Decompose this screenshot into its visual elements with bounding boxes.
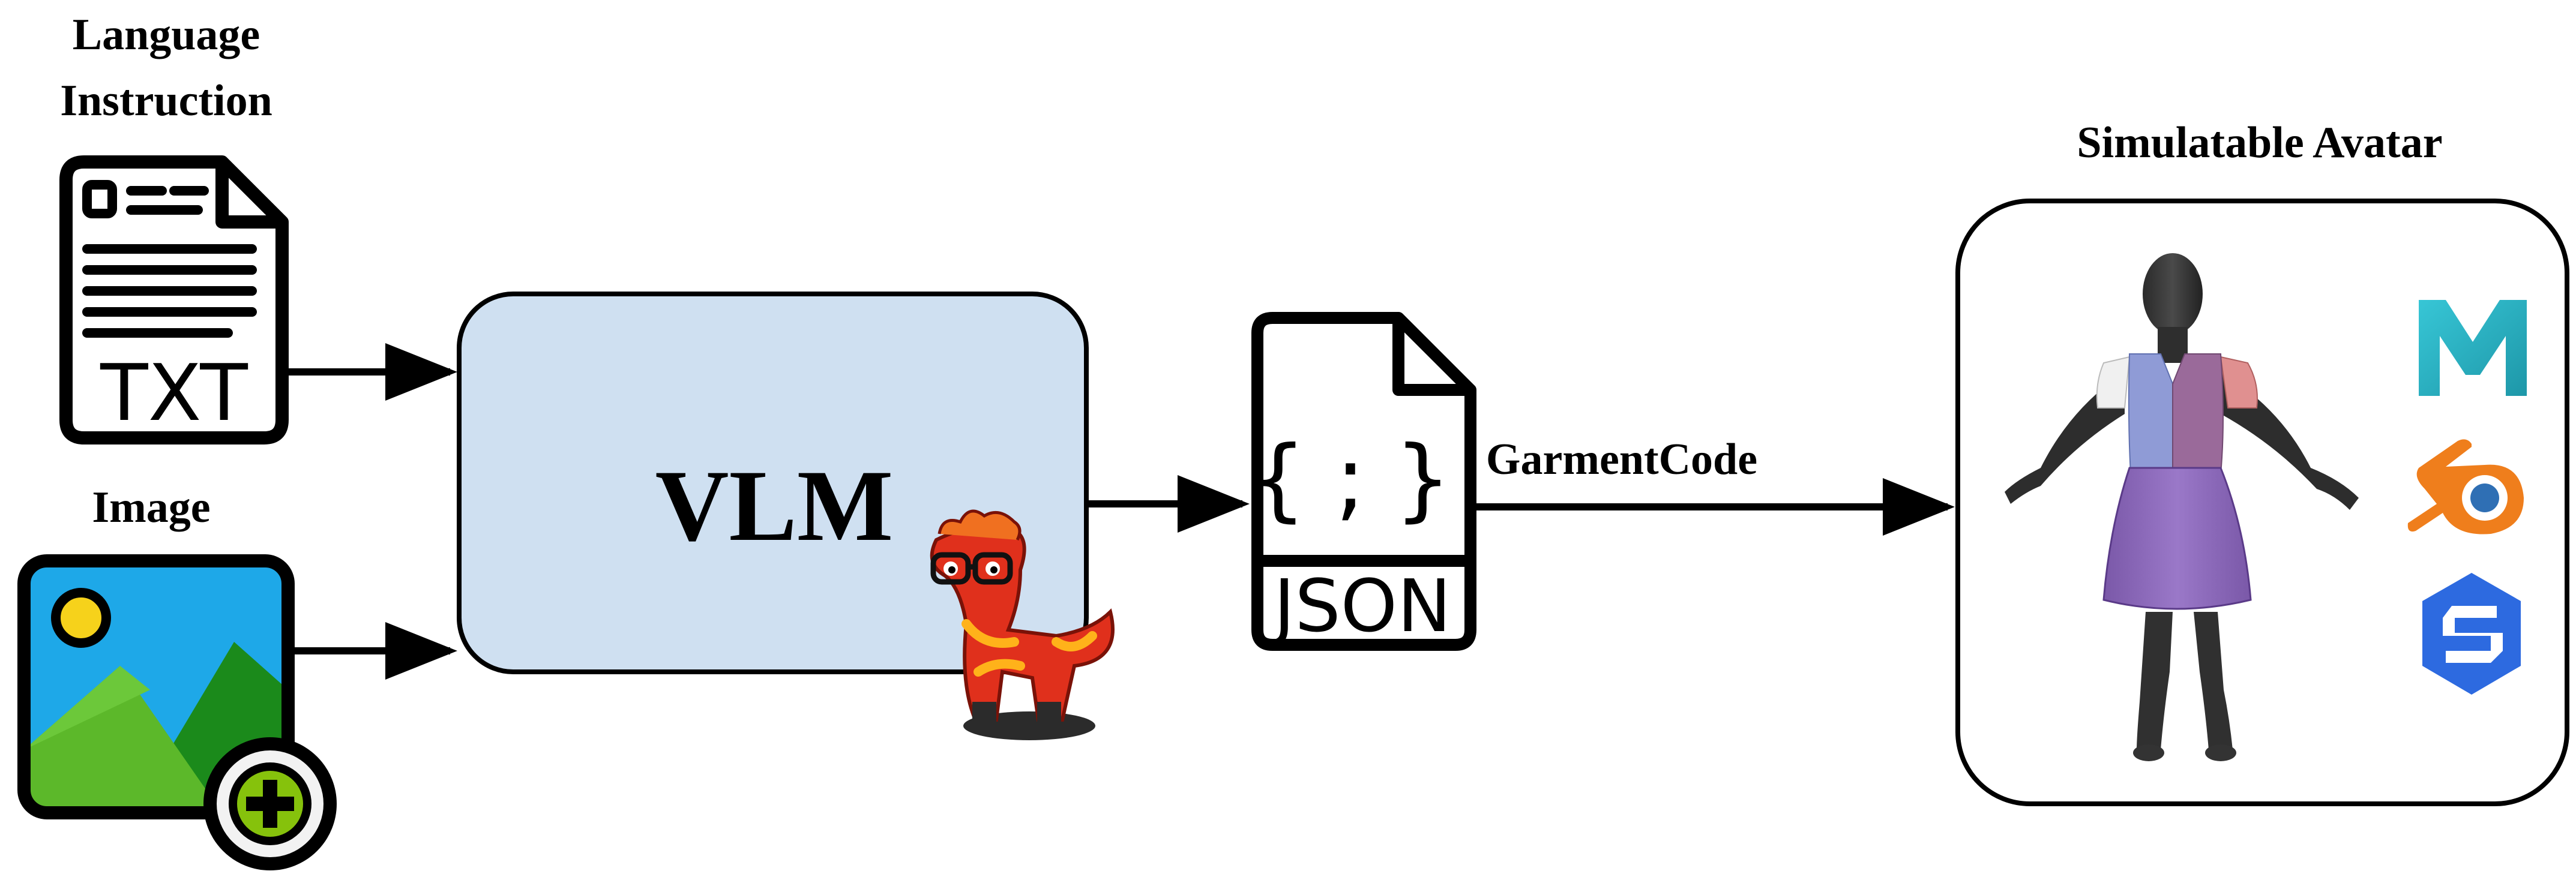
txt-file-caption: TXT [100, 347, 248, 439]
json-file-braces: { ; } [1250, 427, 1452, 531]
txt-file-icon: TXT [59, 155, 289, 444]
style3d-logo-icon [2422, 573, 2521, 695]
garmentcode-label: GarmentCode [1486, 435, 1757, 484]
avatar-box [1955, 199, 2569, 806]
vlm-box: VLM [457, 292, 1089, 674]
flaming-llama-mascot-icon [930, 509, 1115, 740]
language-instruction-label-line2: Instruction [60, 76, 272, 125]
json-file-icon: { ; } JSON [1250, 312, 1476, 651]
language-instruction-label-line1: Language [73, 10, 260, 59]
avatar-title: Simulatable Avatar [2077, 118, 2442, 167]
avatar-mannequin [2005, 253, 2359, 761]
vlm-label: VLM [655, 449, 894, 562]
json-file-caption: JSON [1269, 565, 1451, 648]
maya-logo-icon [2419, 300, 2527, 396]
image-label: Image [92, 483, 210, 532]
blender-logo-icon [2407, 439, 2524, 534]
image-add-icon [17, 554, 337, 870]
